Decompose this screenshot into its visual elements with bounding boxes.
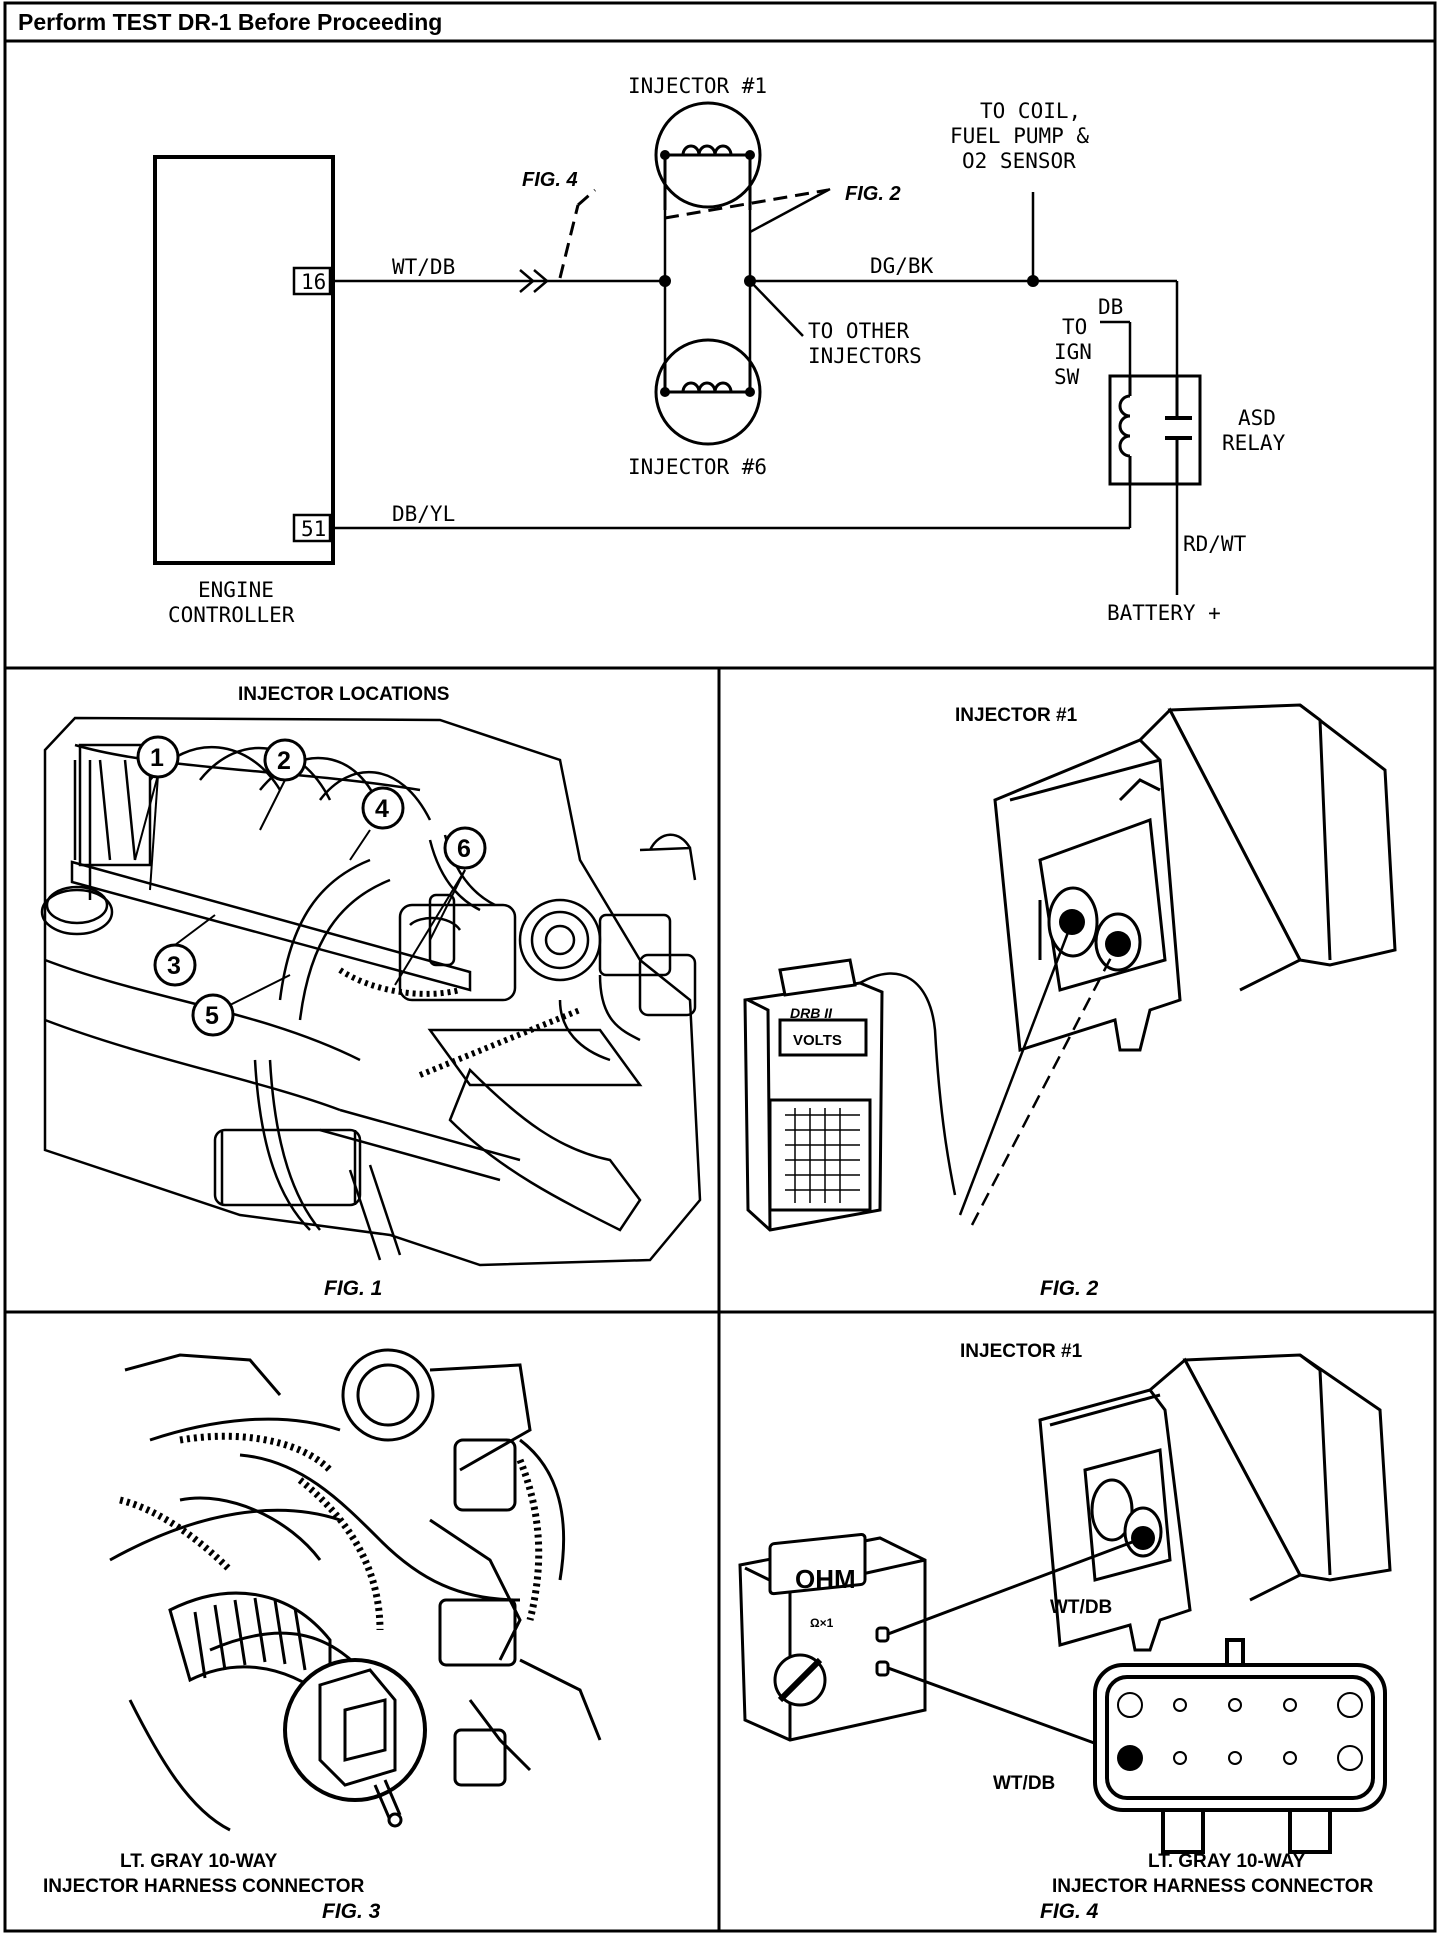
drb-meter [743,958,884,1232]
fig1-caption: FIG. 1 [324,1277,382,1300]
injector-1-symbol [654,101,762,210]
fig1-title: INJECTOR LOCATIONS [238,684,449,705]
to-other-label-2: INJECTORS [808,344,922,368]
to-ign-label-1: TO [1062,315,1087,339]
harness-connector [318,1668,403,1828]
wiring-schematic: 16 51 ENGINE CONTROLLER [153,74,1286,627]
fig4-title: INJECTOR #1 [960,1341,1083,1362]
fig3-label-1: LT. GRAY 10-WAY [120,1851,278,1872]
meter-display: VOLTS [793,1032,842,1049]
callout-3: 3 [167,952,181,980]
engine-illustration [40,716,702,1267]
harness-illustration [109,1348,602,1832]
fig4-wire-top: WT/DB [1050,1597,1112,1618]
to-ign-label-2: IGN [1054,340,1092,364]
fig1-leader-lines [134,774,466,1006]
to-coil-label-3: O2 SENSOR [962,149,1076,173]
wire-db-label: DB [1098,295,1123,319]
engine-controller-label-2: CONTROLLER [168,603,295,627]
header-title: Perform TEST DR-1 Before Proceeding [18,9,442,35]
fig2-reference: FIG. 2 [845,183,901,205]
ohmmeter-leads [887,1536,1144,1758]
fig4-panel: INJECTOR #1 WT/DB OHM Ω×1 [738,1341,1392,1923]
test-probe-lines [558,188,829,279]
wire-arrow [519,269,549,293]
panel-frames [3,1,1437,1933]
engine-controller-box [153,155,335,565]
fig4-label-1: LT. GRAY 10-WAY [1148,1851,1306,1872]
engine-controller-label-1: ENGINE [198,578,274,602]
fig2-caption: FIG. 2 [1040,1277,1099,1300]
harness-pin-active [1117,1745,1143,1771]
asd-relay-symbol [1108,374,1202,486]
wire-wt-db-label: WT/DB [392,255,455,279]
meter-leads [859,921,1120,1226]
injector-connector-fig4 [1038,1353,1392,1652]
ohmmeter-range: Ω×1 [810,1616,834,1630]
asd-relay-label-2: RELAY [1222,431,1286,455]
injector-6-label: INJECTOR #6 [628,455,767,479]
battery-label: BATTERY + [1107,601,1221,625]
asd-relay-label-1: ASD [1238,406,1276,430]
ohmmeter-display: OHM [795,1564,856,1594]
meter-keypad [785,1108,860,1203]
corrugated-hose [338,967,582,1078]
to-ign-label-3: SW [1054,365,1080,389]
harness-wire-bundle [119,1432,543,1631]
junction-dots [659,275,1039,287]
fig3-panel: LT. GRAY 10-WAY INJECTOR HARNESS CONNECT… [43,1348,602,1923]
fig2-panel: INJECTOR #1 DRB II VOLTS [743,703,1397,1300]
fig4-wire-left: WT/DB [993,1773,1055,1794]
pin-51-label: 51 [301,517,326,541]
fig4-label-2: INJECTOR HARNESS CONNECTOR [1052,1876,1374,1897]
callout-5: 5 [205,1002,219,1030]
pin-16-label: 16 [301,270,326,294]
injector-1-label: INJECTOR #1 [628,74,767,98]
pin-16-box [292,266,332,296]
fig2-title: INJECTOR #1 [955,705,1078,726]
ohmmeter [738,1532,927,1742]
to-coil-label-1: TO COIL, [980,99,1081,123]
callout-6: 6 [457,835,471,863]
harness-pins [1117,1692,1363,1771]
callout-4: 4 [375,795,389,823]
fig1-callouts [136,735,487,1037]
fig1-panel: INJECTOR LOCATIONS [40,684,702,1300]
fig4-reference: FIG. 4 [522,169,578,191]
injector-connector-illustration [993,703,1397,1052]
wire-dg-bk-label: DG/BK [870,254,934,278]
wire-rd-wt-label: RD/WT [1183,532,1247,556]
meter-brand: DRB II [790,1005,833,1021]
callout-2: 2 [277,747,291,775]
to-coil-label-2: FUEL PUMP & [950,124,1089,148]
fig3-label-2: INJECTOR HARNESS CONNECTOR [43,1876,365,1897]
fig4-caption: FIG. 4 [1040,1900,1099,1923]
callout-1: 1 [150,744,164,772]
to-other-label-1: TO OTHER [808,319,910,343]
fig3-caption: FIG. 3 [322,1900,381,1923]
wire-db-yl-label: DB/YL [392,502,455,526]
